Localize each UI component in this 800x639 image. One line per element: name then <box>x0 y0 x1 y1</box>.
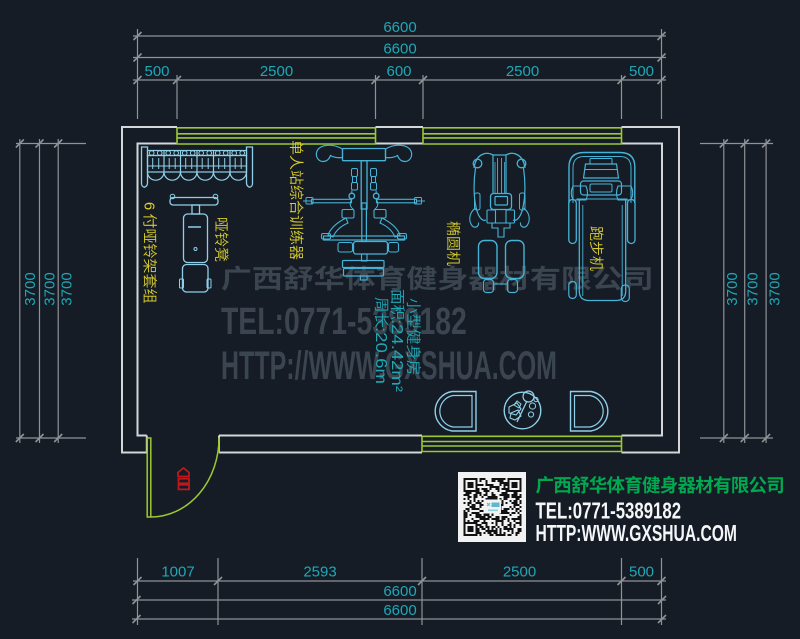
svg-text:6: 6 <box>141 202 158 210</box>
svg-text:3700: 3700 <box>22 272 39 305</box>
svg-text:500: 500 <box>629 564 654 581</box>
svg-text:TEL:0771-5389182: TEL:0771-5389182 <box>221 301 467 343</box>
svg-text:500: 500 <box>144 63 169 80</box>
svg-text:3700: 3700 <box>59 272 76 305</box>
svg-text:TEL:0771-5389182: TEL:0771-5389182 <box>536 499 682 524</box>
svg-text:6600: 6600 <box>383 41 416 58</box>
svg-text:2500: 2500 <box>506 63 539 80</box>
svg-text:1007: 1007 <box>161 564 194 581</box>
svg-text::24.42m²: :24.42m² <box>388 319 405 392</box>
svg-text:6600: 6600 <box>383 583 416 600</box>
svg-text:500: 500 <box>629 63 654 80</box>
svg-text:6600: 6600 <box>383 19 416 36</box>
svg-text:HTTP://WWW.GXSHUA.COM: HTTP://WWW.GXSHUA.COM <box>221 344 557 388</box>
svg-text:2500: 2500 <box>503 564 536 581</box>
svg-text:3700: 3700 <box>724 272 741 305</box>
svg-text:2593: 2593 <box>303 564 336 581</box>
svg-text:3700: 3700 <box>767 272 784 305</box>
svg-text:HTTP:WWW.GXSHUA.COM: HTTP:WWW.GXSHUA.COM <box>536 521 737 547</box>
svg-text:3700: 3700 <box>42 272 59 305</box>
svg-text::20.6m: :20.6m <box>372 327 389 384</box>
svg-text:3700: 3700 <box>745 272 762 305</box>
svg-text:2500: 2500 <box>260 63 293 80</box>
svg-text:600: 600 <box>386 63 411 80</box>
svg-text:6600: 6600 <box>383 602 416 619</box>
